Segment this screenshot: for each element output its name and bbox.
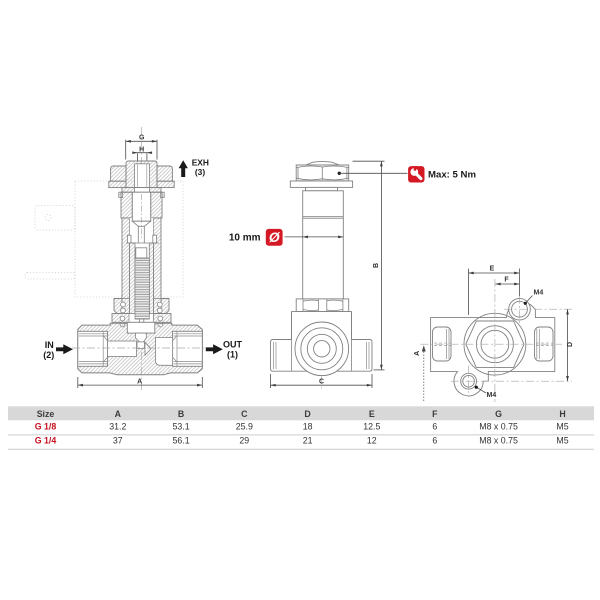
svg-text:Size: Size xyxy=(37,409,55,419)
svg-text:F: F xyxy=(432,409,438,419)
svg-text:G 1/4: G 1/4 xyxy=(35,435,57,445)
svg-text:EXH: EXH xyxy=(192,158,209,168)
svg-text:18: 18 xyxy=(303,422,313,432)
svg-text:F: F xyxy=(504,276,509,283)
svg-text:G 1/8: G 1/8 xyxy=(35,422,57,432)
svg-text:(1): (1) xyxy=(227,350,238,360)
svg-text:M8 x 0.75: M8 x 0.75 xyxy=(479,422,518,432)
svg-text:M5: M5 xyxy=(556,422,568,432)
svg-text:E: E xyxy=(490,265,495,272)
svg-text:56.1: 56.1 xyxy=(173,435,190,445)
svg-text:H: H xyxy=(139,146,144,153)
svg-text:31.2: 31.2 xyxy=(109,422,126,432)
svg-text:A: A xyxy=(115,409,122,419)
svg-text:12.5: 12.5 xyxy=(363,422,380,432)
svg-text:21: 21 xyxy=(303,435,313,445)
svg-text:D: D xyxy=(567,342,574,347)
svg-text:25.9: 25.9 xyxy=(236,422,253,432)
svg-text:M4: M4 xyxy=(487,392,497,399)
svg-text:IN: IN xyxy=(45,340,54,350)
svg-text:10 mm: 10 mm xyxy=(229,232,261,243)
svg-text:H: H xyxy=(559,409,565,419)
svg-text:12: 12 xyxy=(367,435,377,445)
svg-text:6: 6 xyxy=(432,435,437,445)
svg-text:M8 x 0.75: M8 x 0.75 xyxy=(479,435,518,445)
svg-text:6: 6 xyxy=(432,422,437,432)
svg-text:B: B xyxy=(178,409,184,419)
svg-text:Ø: Ø xyxy=(269,230,281,245)
svg-text:(3): (3) xyxy=(195,167,205,177)
svg-text:B: B xyxy=(373,263,380,268)
svg-text:Max: 5 Nm: Max: 5 Nm xyxy=(428,170,476,181)
svg-text:53.1: 53.1 xyxy=(173,422,190,432)
svg-text:D: D xyxy=(304,409,310,419)
svg-text:M5: M5 xyxy=(556,435,568,445)
svg-text:OUT: OUT xyxy=(223,339,243,349)
svg-text:G: G xyxy=(139,134,145,141)
svg-text:G: G xyxy=(495,409,502,419)
svg-text:37: 37 xyxy=(113,435,123,445)
svg-text:E: E xyxy=(369,409,375,419)
svg-text:(2): (2) xyxy=(43,350,54,360)
svg-text:C: C xyxy=(319,378,324,385)
svg-text:29: 29 xyxy=(239,435,249,445)
svg-text:A: A xyxy=(137,378,142,385)
svg-text:M4: M4 xyxy=(534,290,544,297)
svg-text:A: A xyxy=(414,351,421,356)
svg-text:C: C xyxy=(241,409,248,419)
